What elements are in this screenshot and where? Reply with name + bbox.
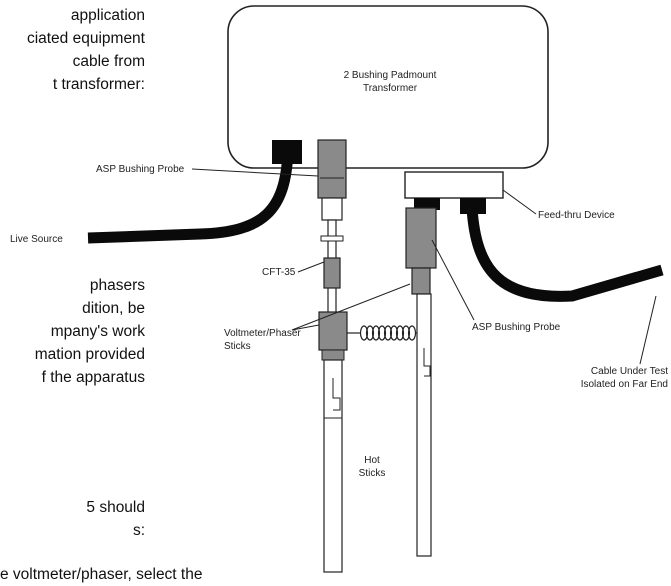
asp-bushing-probe-label-top: ASP Bushing Probe	[96, 164, 185, 175]
cable-under-test	[466, 207, 664, 302]
live-source-label: Live Source	[10, 234, 63, 245]
voltmeter-phaser-unit	[318, 311, 348, 351]
cable-under-test-label-line-2: Isolated on Far End	[581, 379, 668, 390]
right-hot-stick	[416, 293, 432, 557]
feed-thru-device-label: Feed-thru Device	[538, 210, 615, 221]
text-line: 5 should	[86, 499, 145, 516]
text-line: s:	[132, 522, 145, 539]
transformer-box	[227, 5, 549, 169]
feed-thru-right-bushing	[460, 198, 486, 214]
left-stick-joint	[332, 378, 341, 411]
left-bushing-probe	[317, 139, 347, 199]
leader-line	[291, 324, 320, 331]
left-probe-ring	[320, 235, 344, 242]
leader-line	[291, 283, 411, 331]
body-text-block-2: phasers dition, be mpany's work mation p…	[0, 274, 145, 389]
text-line: application	[70, 7, 145, 24]
cft-35-label: CFT-35	[262, 267, 296, 278]
transformer-label-line-2: Transformer	[363, 83, 418, 94]
text-line: phasers	[89, 277, 145, 294]
body-text-block-3: 5 should s:	[0, 496, 145, 542]
leader-line	[297, 261, 325, 273]
cft-35-device	[323, 257, 341, 289]
text-line: ciated equipment	[26, 30, 145, 47]
voltmeter-sticks-label-line-2: Sticks	[224, 341, 251, 352]
text-line: f the apparatus	[41, 369, 145, 386]
left-elbow-connector	[272, 140, 302, 164]
text-line: mpany's work	[50, 323, 145, 340]
hot-sticks-label-line-1: Hot	[364, 455, 380, 466]
voltmeter-sticks-label-line-1: Voltmeter/Phaser	[224, 328, 301, 339]
text-line: dition, be	[82, 300, 145, 317]
feed-thru-left-bushing	[414, 198, 440, 210]
right-probe-collar	[411, 267, 431, 295]
leader-line	[431, 239, 475, 321]
body-text-block-1: application ciated equipment cable from …	[0, 4, 145, 96]
text-line: mation provided	[34, 346, 145, 363]
leader-line	[191, 168, 319, 177]
text-line: t transformer:	[52, 76, 145, 93]
voltmeter-base	[321, 349, 345, 361]
left-hot-stick	[323, 359, 343, 573]
right-bushing-probe	[405, 207, 437, 269]
right-stick-joint	[423, 348, 431, 377]
live-source-cable	[87, 149, 294, 244]
text-line: cable from	[72, 53, 145, 70]
leader-line	[639, 295, 657, 365]
left-probe-collar	[321, 197, 343, 221]
cable-under-test-label-line-1: Cable Under Test	[591, 366, 668, 377]
coil-cord	[347, 325, 422, 341]
feed-thru-device	[404, 171, 504, 199]
asp-bushing-probe-label-right: ASP Bushing Probe	[472, 322, 561, 333]
hot-sticks-label-line-2: Sticks	[359, 468, 386, 479]
transformer-label-line-1: 2 Bushing Padmount	[344, 70, 437, 81]
leader-line	[502, 189, 537, 215]
